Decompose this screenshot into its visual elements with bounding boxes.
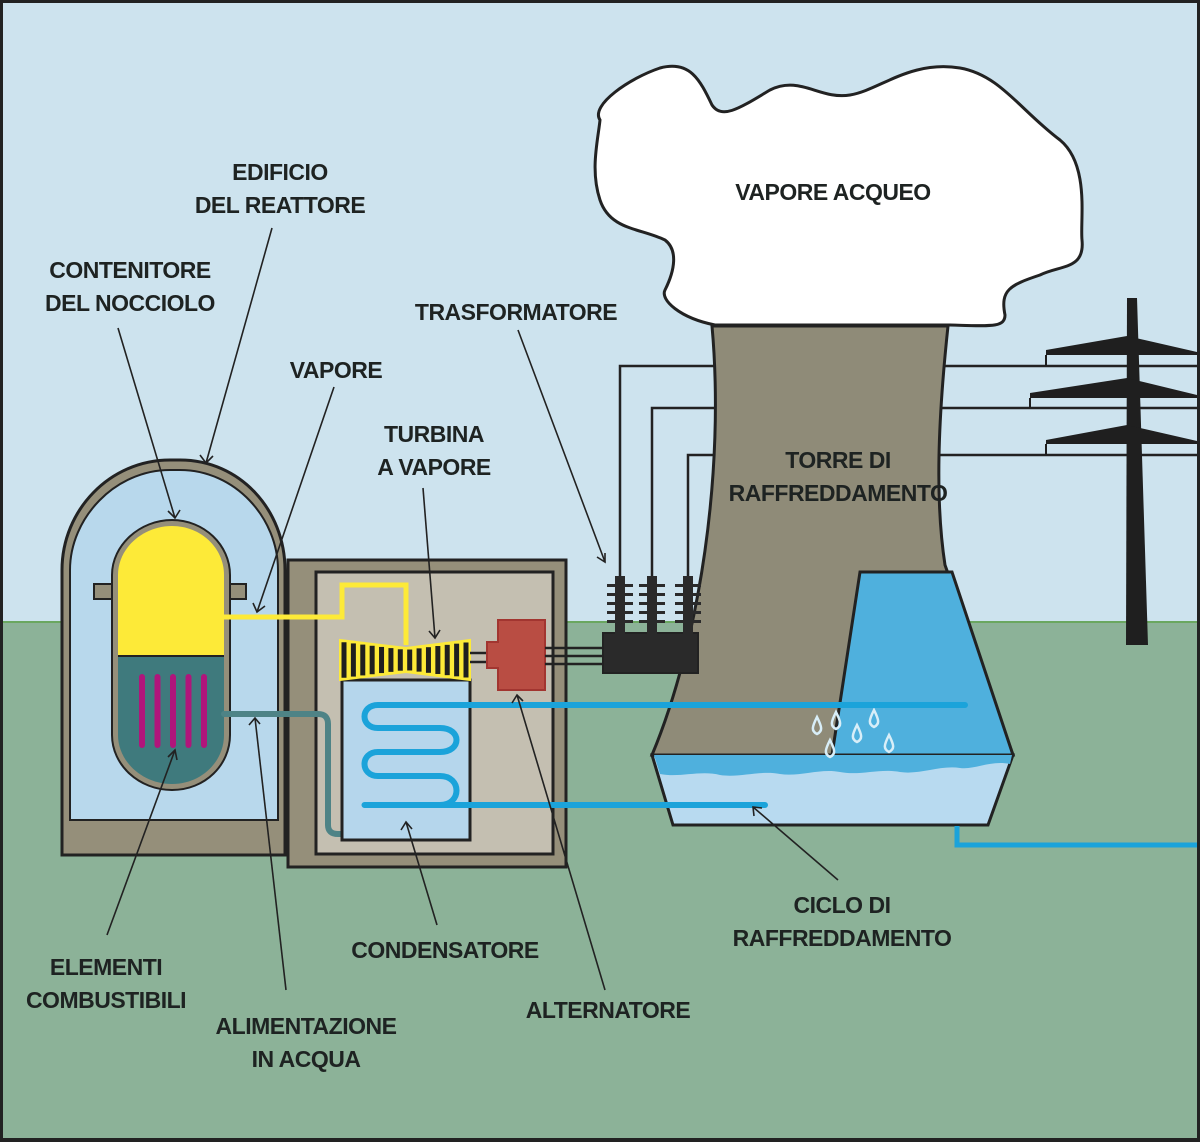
water-drop — [851, 722, 863, 744]
cooling-coil — [361, 702, 968, 808]
water-drop — [883, 732, 895, 754]
turbine-blade — [425, 647, 431, 673]
transformer-bushing — [675, 576, 701, 634]
turbine-blade — [435, 646, 441, 674]
turbine-blade — [341, 642, 347, 678]
label-trasformatore: TRASFORMATORE — [415, 299, 617, 325]
vessel-steam-zone — [118, 526, 224, 656]
transformer-bushing — [639, 576, 665, 634]
turbine-blade — [388, 648, 394, 672]
alternator — [486, 619, 546, 691]
turbine-shaft — [470, 651, 488, 664]
steam-turbine — [339, 638, 471, 682]
water-drop — [824, 737, 836, 759]
fuel-rods — [139, 674, 207, 748]
power-lines — [618, 364, 1197, 580]
turbine-blade — [350, 643, 356, 677]
turbine-blade — [407, 649, 413, 671]
turbine-blade — [397, 649, 403, 671]
leader-lines — [106, 227, 839, 991]
label-condensatore: CONDENSATORE — [351, 937, 539, 963]
cooling-return-pipe — [954, 826, 1197, 848]
turbine-blade — [454, 643, 460, 677]
turbine-blade — [463, 642, 469, 678]
water-drop — [868, 707, 880, 729]
turbine-blade — [416, 648, 422, 672]
basin-wave — [654, 755, 1012, 776]
water-drop — [830, 709, 842, 731]
steam-cloud — [593, 64, 1084, 328]
transformer-bushing — [607, 576, 633, 634]
label-vapore-acqueo: VAPORE ACQUEO — [735, 179, 930, 205]
water-drop — [811, 714, 823, 736]
label-vapore: VAPORE — [290, 357, 383, 383]
water-drops — [811, 707, 895, 759]
label-alternatore: ALTERNATORE — [526, 997, 691, 1023]
turbine-blade — [379, 646, 385, 674]
transformer — [602, 576, 701, 674]
turbine-blade — [444, 644, 450, 676]
turbine-blade — [369, 645, 375, 675]
pylon — [1029, 298, 1197, 645]
alternator-cables — [545, 646, 603, 666]
turbine-blade — [360, 644, 366, 676]
